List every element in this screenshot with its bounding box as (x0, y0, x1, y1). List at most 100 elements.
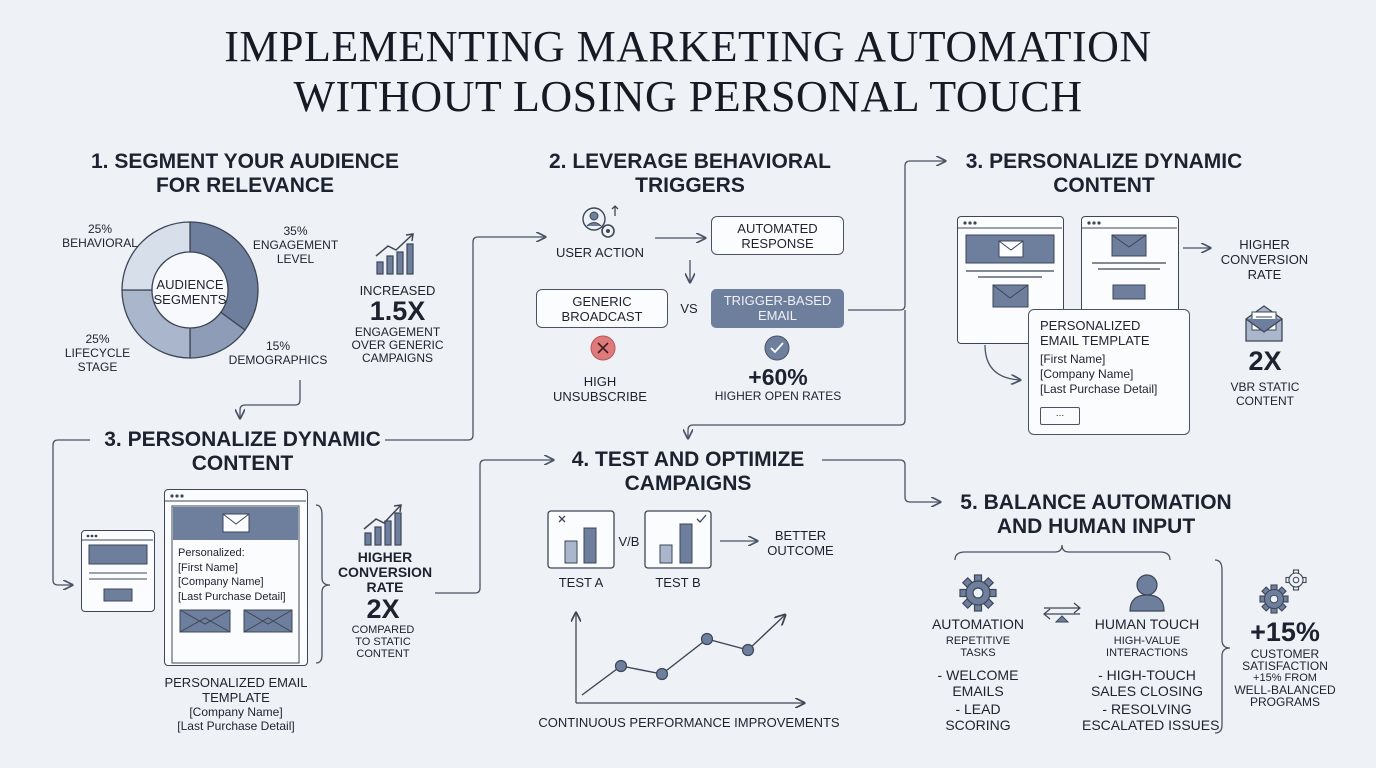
trigger-based-email-box: TRIGGER-BASED EMAIL (711, 289, 844, 328)
connector-s4-s5 (822, 459, 940, 502)
segment-name: LIFECYCLE (64, 346, 131, 360)
segment-pct: 35% (283, 224, 308, 238)
x-mark-icon (590, 335, 616, 361)
satisfaction-value: +15% (1250, 617, 1320, 647)
segment-label-behavioral: 25% BEHAVIORAL (60, 222, 140, 250)
connector-s2-s3a (848, 161, 945, 311)
automation-item: EMAILS (952, 683, 1004, 699)
email-preview-window-2 (1081, 216, 1179, 313)
template-title-line-2: EMAIL TEMPLATE (1040, 333, 1150, 348)
performance-trend-chart (560, 605, 810, 710)
s3b-2x-caption: COMPARED TO STATIC CONTENT (343, 624, 423, 660)
s3a-2x-caption: VBR STATIC CONTENT (1215, 380, 1315, 408)
email-window-1-content (958, 221, 1062, 308)
section-5-heading: 5. BALANCE AUTOMATION AND HUMAN INPUT (940, 491, 1252, 539)
caption-title-line: PERSONALIZED EMAIL (164, 675, 308, 690)
connector-s3a-s4 (688, 310, 906, 438)
trend-point (741, 643, 755, 657)
personalized-fields: Personalized: [First Name] [Company Name… (178, 546, 286, 604)
section-3b-heading-line-2: CONTENT (191, 452, 294, 475)
generic-line-2: BROADCAST (561, 309, 643, 324)
trend-point (700, 632, 714, 646)
section-4-heading-line-2: CAMPAIGNS (624, 472, 752, 495)
vb-label: V/B (618, 534, 640, 549)
segment-label-demographics: 15% DEMOGRAPHICS (228, 339, 328, 367)
test-a-chart (547, 510, 615, 569)
segment-name: DEMOGRAPHICS (228, 353, 328, 367)
personalized-email-template-card: PERSONALIZED EMAIL TEMPLATE [First Name]… (1028, 309, 1190, 435)
personalized-email-window: Personalized: [First Name] [Company Name… (164, 489, 308, 666)
generic-line-1: GENERIC (572, 294, 632, 309)
section-4-heading-line-1: 4. TEST AND OPTIMIZE (571, 448, 805, 471)
caption-title-line: TEMPLATE (202, 690, 270, 705)
small-preview-content (82, 534, 153, 602)
caption-line: COMPARED (351, 624, 415, 636)
automated-response-text: AUTOMATED RESPONSE (712, 217, 843, 251)
audience-donut-chart (121, 221, 259, 359)
donut-center-line-2: SEGMENTS (153, 292, 227, 307)
human-item: SALES CLOSING (1090, 683, 1204, 699)
s3a-2x-value: 2X (1248, 346, 1282, 376)
human-item: - HIGH-TOUCH (1098, 667, 1196, 683)
section-1-heading: 1. SEGMENT YOUR AUDIENCE FOR RELEVANCE (60, 150, 430, 198)
template-field: [Last Purchase Detail] (1040, 382, 1158, 396)
test-b-label: TEST B (655, 575, 701, 590)
caption-line: SATISFACTION (1242, 659, 1328, 673)
gear-icon (959, 574, 997, 612)
high-unsubscribe-label: HIGH UNSUBSCRIBE (540, 374, 660, 404)
s3b-result-label: HIGHER CONVERSION RATE (335, 550, 435, 595)
automated-line-2: RESPONSE (741, 236, 814, 251)
trigger-based-text: TRIGGER-BASED EMAIL (711, 289, 844, 323)
result-line: RATE (366, 579, 404, 595)
open-rate-value: +60% (748, 364, 808, 390)
s3b-2x-value: 2X (366, 594, 400, 624)
stat-1-5x-caption: ENGAGEMENT OVER GENERIC CAMPAIGNS (345, 326, 450, 365)
test-b-chart (644, 510, 712, 569)
subtitle-line: HIGH-VALUE (1113, 635, 1181, 647)
section-2-heading: 2. LEVERAGE BEHAVIORAL TRIGGERS (520, 150, 860, 198)
stat-1-5x-value: 1.5X (369, 296, 426, 326)
section-3a-heading-line-2: CONTENT (1053, 174, 1155, 197)
trend-point (655, 667, 669, 681)
caption-line: CONTENT (356, 648, 410, 660)
section-5-heading-line-2: AND HUMAN INPUT (996, 515, 1196, 538)
performance-caption: CONTINUOUS PERFORMANCE IMPROVEMENTS (538, 715, 840, 730)
section-5-heading-line-1: 5. BALANCE AUTOMATION (960, 491, 1232, 514)
template-card-fields: [First Name] [Company Name] [Last Purcha… (1040, 352, 1157, 397)
check-mark-icon (764, 335, 790, 361)
subtitle-line: REPETITIVE (945, 635, 1011, 647)
page-title: IMPLEMENTING MARKETING AUTOMATION WITHOU… (0, 22, 1376, 122)
template-title-line-1: PERSONALIZED (1040, 318, 1141, 333)
automation-item: SCORING (945, 717, 1011, 733)
person-icon (1129, 574, 1165, 612)
caption-line: CONTENT (1236, 394, 1294, 408)
automation-item: - WELCOME (937, 667, 1019, 683)
human-touch-items: - HIGH-TOUCH SALES CLOSING - RESOLVING E… (1082, 667, 1220, 733)
brace-s3b (315, 504, 331, 664)
result-line: CONVERSION (337, 564, 433, 580)
result-line: CONVERSION (1220, 252, 1309, 267)
s3a-result-label: HIGHER CONVERSION RATE (1212, 237, 1317, 282)
connector-s3b-s2 (385, 237, 545, 441)
caption-line: VBR STATIC (1230, 380, 1300, 394)
bar-growth-icon (375, 233, 414, 275)
title-line-1: IMPLEMENTING MARKETING AUTOMATION (224, 22, 1152, 71)
generic-broadcast-box: GENERIC BROADCAST (536, 289, 668, 328)
personalized-field: [Last Purchase Detail] (178, 590, 286, 603)
subtitle-line: TASKS (960, 647, 996, 659)
stat-increased-label: INCREASED (359, 283, 436, 298)
trend-point (614, 659, 628, 673)
template-card-title: PERSONALIZED EMAIL TEMPLATE (1040, 318, 1150, 348)
template-card-button[interactable]: ... (1040, 407, 1080, 425)
caption-line: PROGRAMS (1249, 695, 1320, 709)
human-item: - RESOLVING (1102, 701, 1192, 717)
human-touch-title: HUMAN TOUCH (1094, 616, 1200, 632)
title-line-2: WITHOUT LOSING PERSONAL TOUCH (293, 72, 1083, 121)
better-outcome-label: BETTER OUTCOME (757, 528, 844, 558)
section-1-heading-line-2: FOR RELEVANCE (155, 174, 335, 197)
test-a-label: TEST A (558, 575, 604, 590)
trigger-line-1: TRIGGER-BASED (723, 293, 832, 308)
human-item: ESCALATED ISSUES (1082, 717, 1220, 733)
brace-s5-top (954, 544, 1171, 561)
email-preview-window-1 (957, 216, 1064, 344)
